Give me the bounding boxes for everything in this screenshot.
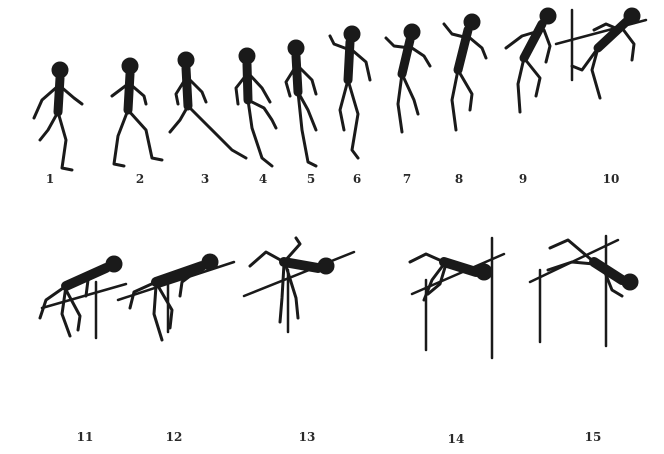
figure-6 — [330, 27, 370, 158]
frame-label-5: 5 — [307, 172, 315, 186]
figure-12 — [118, 255, 234, 340]
frame-label-7: 7 — [403, 172, 411, 186]
frame-label-13: 13 — [299, 430, 316, 444]
figure-9 — [506, 9, 555, 112]
frame-label-1: 1 — [46, 172, 54, 186]
frame-label-15: 15 — [585, 430, 602, 444]
figure-5 — [286, 41, 316, 166]
figure-10 — [556, 9, 646, 98]
frame-label-8: 8 — [455, 172, 463, 186]
frame-label-14: 14 — [448, 432, 465, 446]
figure-7 — [386, 25, 430, 132]
frame-label-6: 6 — [353, 172, 361, 186]
figure-2 — [112, 59, 162, 166]
figure-13 — [244, 238, 354, 332]
frame-label-10: 10 — [603, 172, 620, 186]
figure-4 — [236, 49, 276, 166]
figure-1 — [34, 63, 82, 170]
frame-label-12: 12 — [166, 430, 183, 444]
figure-15 — [530, 236, 637, 346]
figure-11 — [40, 257, 126, 338]
frame-label-9: 9 — [519, 172, 527, 186]
figure-3 — [170, 53, 246, 158]
frame-label-3: 3 — [201, 172, 209, 186]
figure-14 — [410, 238, 504, 358]
frame-label-2: 2 — [136, 172, 144, 186]
frame-label-11: 11 — [77, 430, 94, 444]
frame-label-4: 4 — [259, 172, 267, 186]
figure-8 — [444, 15, 486, 130]
